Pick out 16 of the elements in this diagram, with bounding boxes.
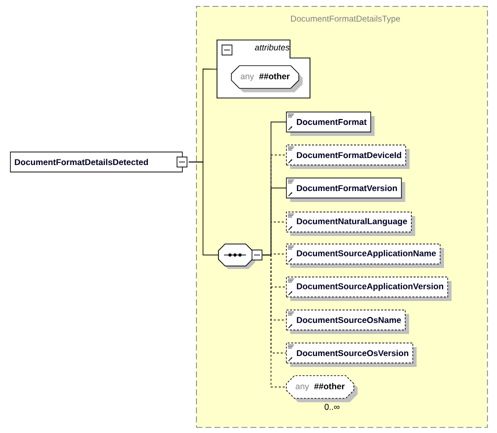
occurrence-label: 0..∞ [324, 404, 340, 410]
element-box: DocumentFormat [286, 112, 375, 136]
element-box: DocumentFormatDetailsDetected [10, 152, 188, 172]
element-box: DocumentFormatVersion [286, 178, 406, 202]
element-box: DocumentSourceApplicationVersion [286, 276, 452, 301]
connector-line [262, 188, 286, 256]
any-wildcard: any ##other [286, 375, 358, 402]
connector-line [262, 254, 286, 388]
element-box: DocumentNaturalLanguage [286, 212, 416, 236]
element-box: DocumentSourceOsName [286, 310, 410, 334]
sequence-compositor [218, 244, 262, 269]
connector-line [188, 162, 218, 256]
any-wildcard: any ##other [231, 65, 303, 92]
element-box: DocumentSourceApplicationName [286, 244, 444, 268]
element-box: DocumentFormatDeviceId [286, 144, 410, 169]
element-box: DocumentSourceOsVersion [286, 342, 417, 367]
